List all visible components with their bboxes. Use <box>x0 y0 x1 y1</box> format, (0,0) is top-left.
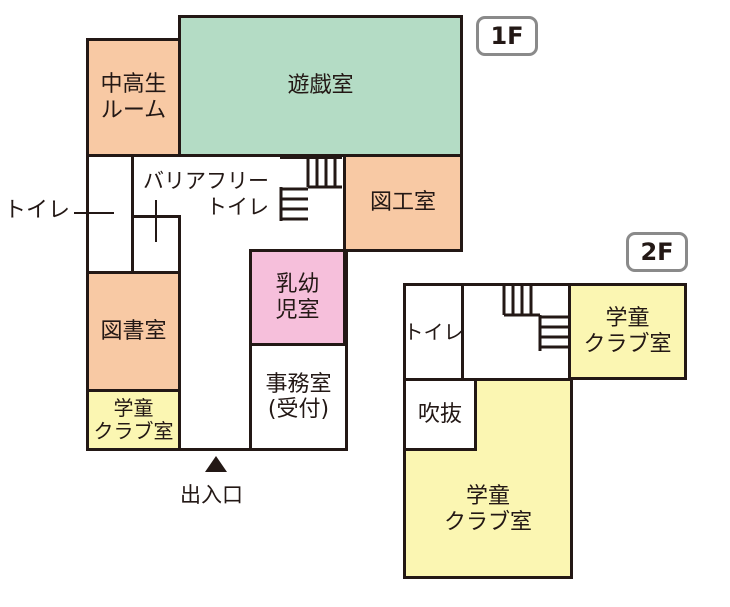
gakudo-top-room-label: 学童 クラブ室 <box>583 306 672 357</box>
yugi-room-label: 遊戯室 <box>287 73 354 99</box>
second-floor-toilet: トイレ <box>403 283 464 381</box>
jimu-room: 事務室 (受付) <box>249 343 348 451</box>
tosho-room: 図書室 <box>86 271 181 392</box>
gakudo-main-room: 学童 クラブ室 <box>403 378 573 579</box>
second-floor-badge: 2F <box>626 232 688 272</box>
toilet-divider-vertical <box>131 154 134 274</box>
zuko-room: 図工室 <box>343 154 463 252</box>
nyuyoji-room-label: 乳幼 児室 <box>275 272 320 323</box>
nyuyoji-room: 乳幼 児室 <box>249 249 346 346</box>
jimu-room-label: 事務室 (受付) <box>265 371 332 422</box>
yugi-room: 遊戯室 <box>178 15 463 157</box>
barrier-free-toilet-label: バリアフリー トイレ <box>143 169 269 220</box>
first-floor-badge: 1F <box>476 16 538 56</box>
toilet-inner-post <box>155 200 157 242</box>
toilet-leader-line <box>74 212 114 214</box>
fukinuke-label: 吹抜 <box>417 401 462 427</box>
chukousei-room: 中高生 ルーム <box>86 38 181 157</box>
first-floor-stairs <box>279 156 342 221</box>
stairs-top-edge <box>280 156 342 159</box>
fukinuke-void: 吹抜 <box>403 378 477 451</box>
zuko-room-label: 図工室 <box>369 190 436 216</box>
gakudo-small-room-label: 学童 クラブ室 <box>93 396 174 443</box>
gakudo-main-room-label: 学童 クラブ室 <box>443 484 532 535</box>
toilet-left-label: トイレ <box>4 198 71 223</box>
tosho-room-label: 図書室 <box>100 318 167 344</box>
second-floor-stairs <box>502 285 568 351</box>
second-floor-hall <box>461 283 573 383</box>
gakudo-top-room: 学童 クラブ室 <box>568 283 687 380</box>
gakudo-small-room: 学童 クラブ室 <box>86 389 181 451</box>
entrance-label: 出入口 <box>180 483 243 507</box>
entrance-threshold <box>181 448 249 451</box>
toilet-divider-inner-wall <box>178 215 181 274</box>
chukousei-room-label: 中高生 ルーム <box>100 72 167 123</box>
entrance-arrow-icon <box>205 456 227 472</box>
second-floor-toilet-label: トイレ <box>403 319 464 344</box>
